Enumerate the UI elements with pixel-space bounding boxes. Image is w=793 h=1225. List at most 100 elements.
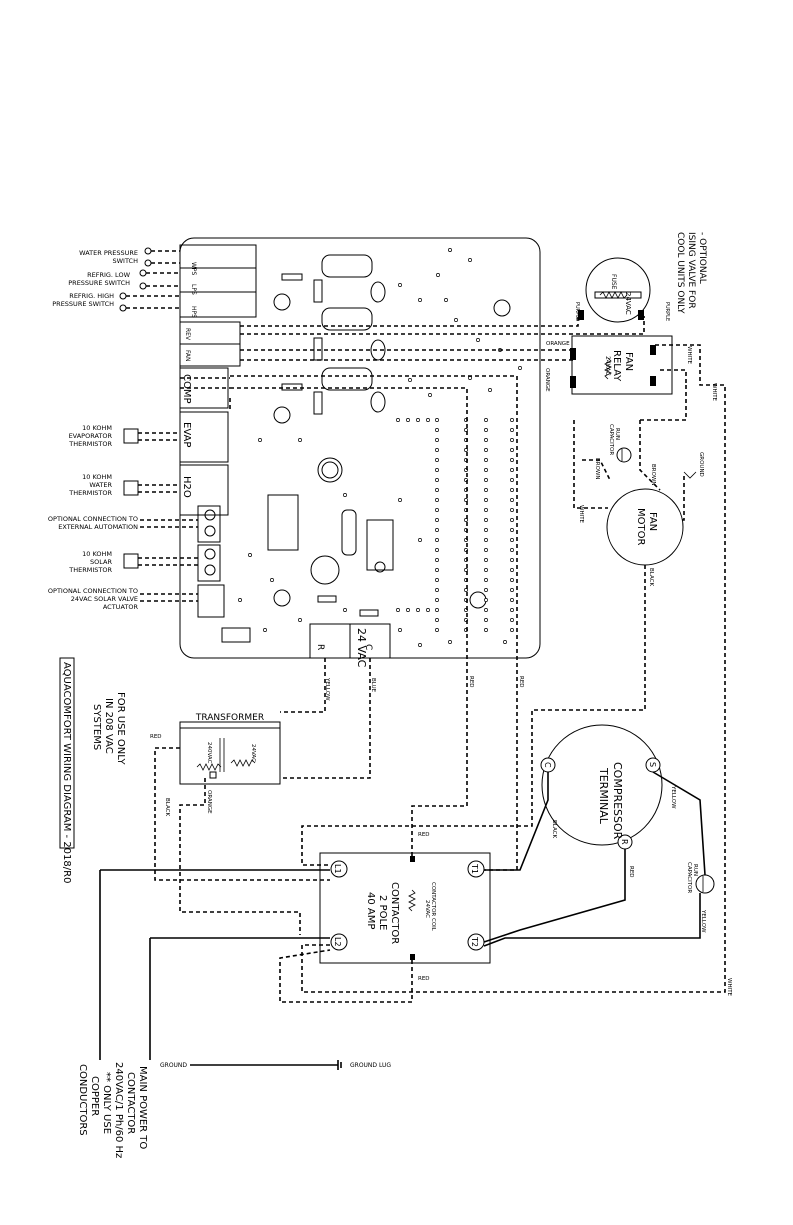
board-hole: [435, 498, 439, 502]
contactor-t2: T2: [470, 936, 479, 947]
board-hole: [510, 528, 514, 532]
board-hole: [398, 628, 402, 632]
label-ext-auto-1: OPTIONAL CONNECTION TO: [48, 515, 138, 523]
wire-yellow: YELLOW: [324, 677, 330, 701]
wire-red-5: RED: [418, 976, 430, 982]
board-hole: [510, 568, 514, 572]
board-hole: [406, 418, 410, 422]
board-hole: [484, 468, 488, 472]
board-hole: [484, 488, 488, 492]
contactor-l2: L2: [333, 937, 342, 947]
left-devices: [119, 247, 230, 602]
board-hole: [510, 558, 514, 562]
board-hole: [510, 438, 514, 442]
board-hole: [484, 578, 488, 582]
note-main-2: CONTACTOR: [125, 1072, 136, 1134]
board-hole: [510, 578, 514, 582]
contactor-t1: T1: [470, 863, 479, 874]
fan-relay-label-1: FAN: [623, 352, 634, 371]
terminal-evap: EVAP: [181, 422, 192, 447]
board-hole: [484, 528, 488, 532]
comp-r: R: [620, 839, 629, 845]
label-solar-valve-2: 24VAC SOLAR VALVE: [71, 595, 138, 603]
compressor-label-2: TERMINAL: [597, 767, 610, 825]
rv-label-2: ISING VALVE FOR: [686, 232, 696, 309]
transformer-secondary: 24VAC: [250, 744, 256, 762]
wire-black-3: BLACK: [648, 568, 654, 586]
fan-motor-label-2: MOTOR: [635, 508, 646, 545]
note-ground-lug: GROUND LUG: [350, 1062, 391, 1069]
board-hole: [484, 418, 488, 422]
label-evap-therm-3: THERMISTOR: [68, 440, 112, 448]
terminal-wps: WPS: [190, 262, 197, 276]
wire-brown-2: BROWN: [650, 464, 656, 485]
board-hole: [398, 498, 402, 502]
wire-purple: PURPLE: [574, 302, 580, 321]
board-hole: [238, 598, 242, 602]
board-hole: [484, 548, 488, 552]
board-hole: [510, 538, 514, 542]
board-hole: [484, 508, 488, 512]
control-board: [179, 237, 541, 659]
board-hole: [510, 588, 514, 592]
board-hole: [468, 258, 472, 262]
board-hole: [448, 640, 452, 644]
board-hole: [510, 518, 514, 522]
rv-coil-label: 24VAC: [624, 292, 632, 315]
board-hole: [406, 608, 410, 612]
terminal-h2o: H2O: [181, 476, 192, 498]
contactor-l1: L1: [333, 864, 342, 874]
comp-s: S: [648, 762, 657, 767]
board-hole: [464, 498, 468, 502]
board-hole: [510, 418, 514, 422]
fuse-label: FUSE: [610, 274, 617, 290]
board-hole: [426, 608, 430, 612]
rv-label-1: - OPTIONAL: [697, 232, 707, 284]
left-labels: WATER PRESSURE SWITCH REFRIG. LOW PRESSU…: [48, 249, 139, 611]
transformer: TRANSFORMER 240VAC 24VAC: [179, 713, 281, 785]
board-hole: [510, 608, 514, 612]
wire-orange-2: ORANGE: [546, 341, 570, 347]
board-hole: [418, 298, 422, 302]
wire-white-3: WHITE: [686, 346, 692, 365]
diagram-title: AQUACOMFORT WIRING DIAGRAM - 2018/R0: [61, 662, 72, 883]
wire-red-2: RED: [518, 676, 524, 688]
board-hole: [484, 608, 488, 612]
contactor-coil-2: 24VAC: [424, 900, 430, 918]
run-cap-comp-1: RUN: [692, 864, 698, 876]
wire-white-4: WHITE: [578, 505, 584, 524]
board-hole: [444, 298, 448, 302]
board-hole: [435, 478, 439, 482]
board-hole: [435, 418, 439, 422]
board-hole: [476, 338, 480, 342]
terminal-fan: FAN: [184, 350, 191, 362]
transformer-primary: 240VAC: [206, 742, 212, 764]
note-208-1: FOR USE ONLY: [115, 692, 126, 766]
label-solar-therm-2: SOLAR: [90, 558, 112, 566]
board-hole: [298, 438, 302, 442]
board-hole: [435, 518, 439, 522]
label-water-therm-1: 10 KOHM: [82, 473, 112, 481]
board-hole: [484, 448, 488, 452]
label-refrig-high-2: PRESSURE SWITCH: [52, 300, 114, 308]
board-hole: [484, 518, 488, 522]
note-main-6: CONDUCTORS: [77, 1064, 88, 1136]
board-hole: [435, 608, 439, 612]
wire-orange-3: ORANGE: [544, 368, 550, 392]
board-hole: [343, 608, 347, 612]
label-evap-therm-1: 10 KOHM: [82, 424, 112, 432]
label-solar-valve-1: OPTIONAL CONNECTION TO: [48, 587, 138, 595]
board-hole: [435, 578, 439, 582]
board-hole: [435, 528, 439, 532]
wire-purple-2: PURPLE: [664, 302, 670, 321]
label-evap-therm-2: EVAPORATOR: [69, 432, 113, 440]
board-hole: [435, 558, 439, 562]
board-hole: [435, 458, 439, 462]
wire-red-3: RED: [150, 734, 162, 740]
board-hole: [435, 448, 439, 452]
board-hole: [464, 428, 468, 432]
board-hole: [416, 608, 420, 612]
board-hole: [435, 428, 439, 432]
board-hole: [435, 438, 439, 442]
